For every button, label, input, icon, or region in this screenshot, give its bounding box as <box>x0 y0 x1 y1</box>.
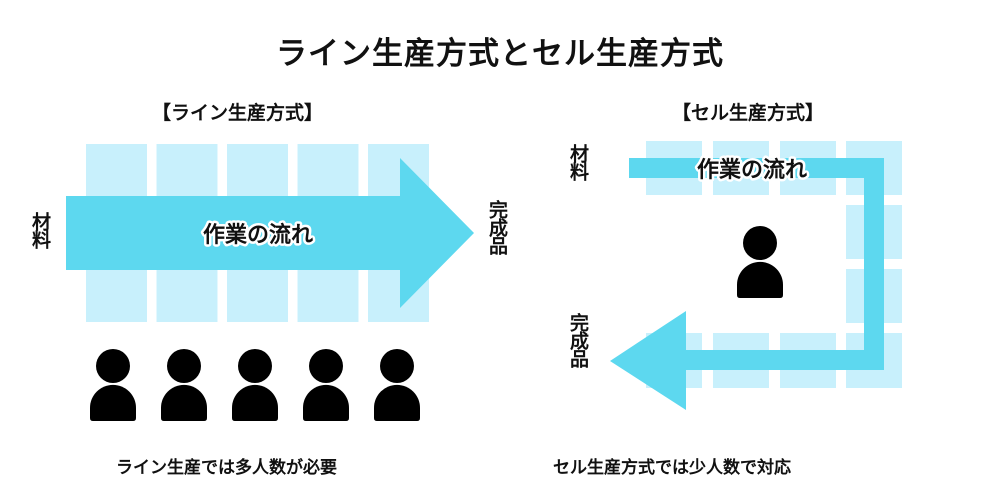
line-input-label: 材料 <box>29 212 51 248</box>
person-icon <box>161 349 207 421</box>
person-icon <box>232 349 278 421</box>
line-output-label: 完成品 <box>486 200 508 254</box>
person-icon <box>303 349 349 421</box>
cell-production-caption: セル生産方式では少人数で対応 <box>553 458 791 478</box>
line-production-heading: 【ライン生産方式】 <box>152 102 324 124</box>
page-title: ライン生産方式とセル生産方式 <box>276 36 724 72</box>
line-workers <box>90 349 420 421</box>
line-flow-arrow <box>66 158 474 308</box>
cell-flow-label: 作業の流れ <box>697 157 807 183</box>
cell-input-label: 材料 <box>567 144 589 180</box>
person-icon <box>374 349 420 421</box>
cell-flow-arrow <box>610 158 884 410</box>
person-icon <box>737 226 783 298</box>
cell-output-label: 完成品 <box>567 313 589 367</box>
line-production-caption: ライン生産では多人数が必要 <box>116 458 337 478</box>
person-icon <box>90 349 136 421</box>
cell-production-heading: 【セル生産方式】 <box>672 102 825 124</box>
line-flow-label: 作業の流れ <box>203 222 313 248</box>
cell-workers <box>737 226 783 298</box>
